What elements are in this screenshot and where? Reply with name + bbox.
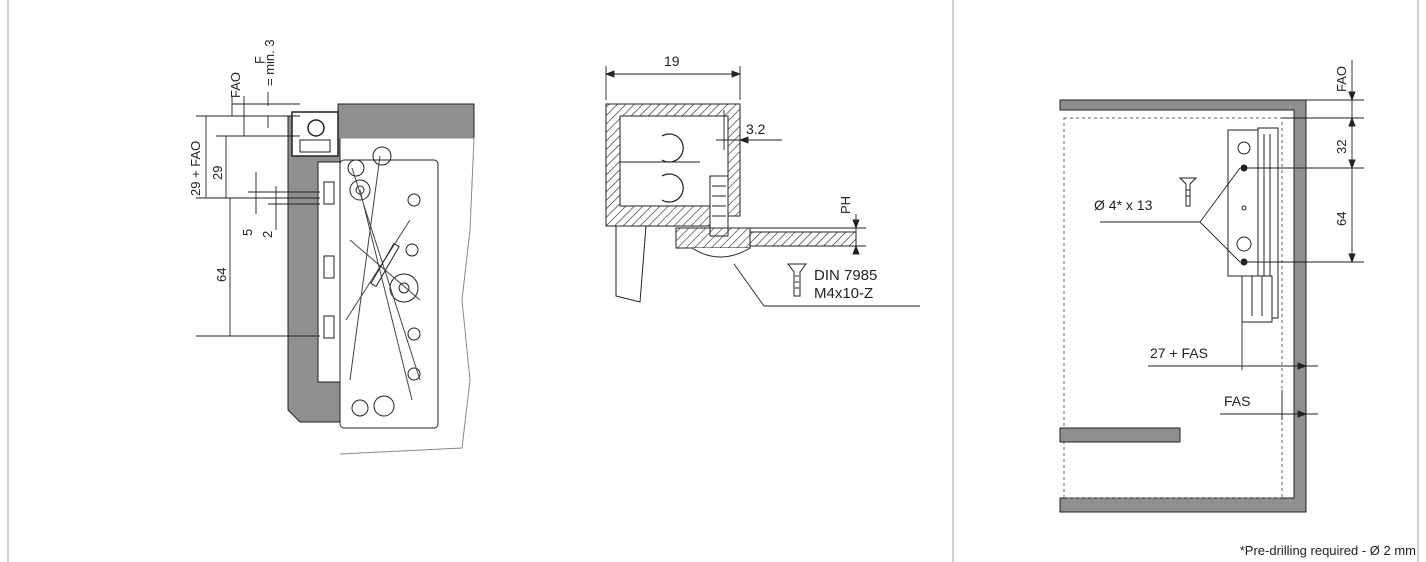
screw-icon	[787, 263, 807, 297]
label-f: F	[252, 56, 267, 64]
label-2: 2	[260, 231, 275, 238]
pre-drilling-footnote: *Pre-drilling required - Ø 2 mm	[1239, 543, 1416, 558]
left-drawing	[196, 92, 475, 455]
clamp-plate	[675, 227, 751, 249]
label-32: 32	[1334, 140, 1349, 154]
mechanism-plate	[339, 159, 439, 429]
right-dimensions	[1100, 60, 1364, 420]
label-64-left: 64	[214, 268, 229, 282]
label-64-right: 64	[1334, 212, 1349, 226]
label-5: 5	[240, 229, 255, 236]
label-27-fas: 27 + FAS	[1150, 345, 1208, 361]
middle-drawing	[604, 66, 920, 307]
label-29-fao: 29 + FAO	[188, 141, 203, 196]
shelf	[1059, 427, 1181, 443]
label-29: 29	[210, 166, 225, 180]
label-19: 19	[664, 53, 680, 69]
middle-dimensions	[604, 66, 920, 307]
label-ph: PH	[838, 196, 853, 214]
drawer-top-panel	[337, 103, 475, 139]
right-drawing	[1059, 60, 1364, 513]
label-min3: = min. 3	[262, 39, 277, 86]
left-dimensions	[196, 92, 320, 337]
left-dimension-labels: FAO F = min. 3 29 + FAO 29 5 2 64	[188, 39, 277, 282]
label-3-2: 3.2	[746, 121, 766, 137]
middle-dimension-labels: 19 3.2 PH DIN 7985 M4x10-Z	[664, 53, 877, 302]
right-dimension-labels: FAO 32 64 Ø 4* x 13 27 + FAS FAS	[1094, 66, 1349, 409]
label-fao-right: FAO	[1334, 66, 1349, 92]
screw-icon-right	[1178, 177, 1198, 207]
label-m4x10-z: M4x10-Z	[814, 285, 873, 302]
drawer-side	[338, 137, 475, 455]
top-profile	[291, 111, 339, 157]
frame-borders	[7, 0, 1419, 562]
label-fao-left: FAO	[228, 72, 243, 98]
cabinet-outline	[1059, 99, 1307, 513]
label-screw-size: Ø 4* x 13	[1094, 197, 1153, 213]
label-din-7985: DIN 7985	[814, 267, 877, 284]
label-fas: FAS	[1224, 393, 1250, 409]
